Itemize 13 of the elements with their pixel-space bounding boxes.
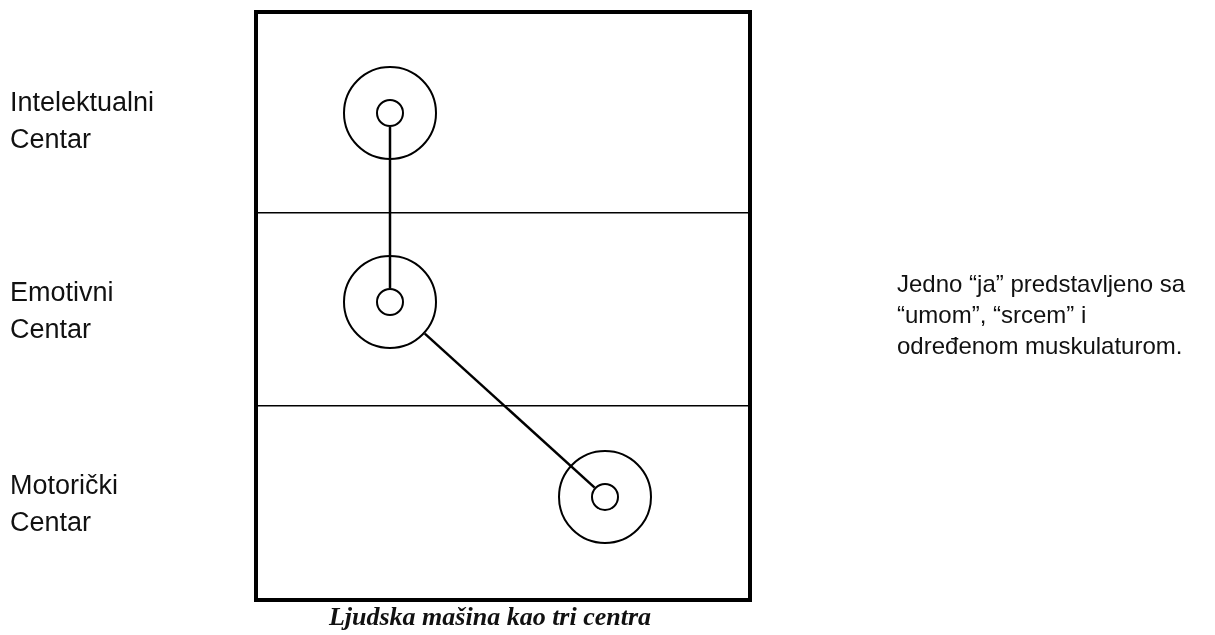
caption-text: Ljudska mašina kao tri centra xyxy=(327,602,653,632)
connector-line xyxy=(423,332,596,489)
inner-circle xyxy=(376,288,404,316)
outer-circle xyxy=(343,255,437,349)
band-label: Emotivni Centar xyxy=(10,276,115,347)
outer-circle xyxy=(558,450,652,544)
note-text: Jedno “ja” predstavljeno sa “umom”, “srcem” i određenom muskulaturom. xyxy=(897,269,1187,362)
connector-line xyxy=(388,127,392,288)
outer-circle xyxy=(343,66,437,160)
band-label: Intelektualni Centar xyxy=(10,86,156,157)
inner-circle xyxy=(591,483,619,511)
band-label: Motorički Centar xyxy=(10,469,119,540)
inner-circle xyxy=(376,99,404,127)
